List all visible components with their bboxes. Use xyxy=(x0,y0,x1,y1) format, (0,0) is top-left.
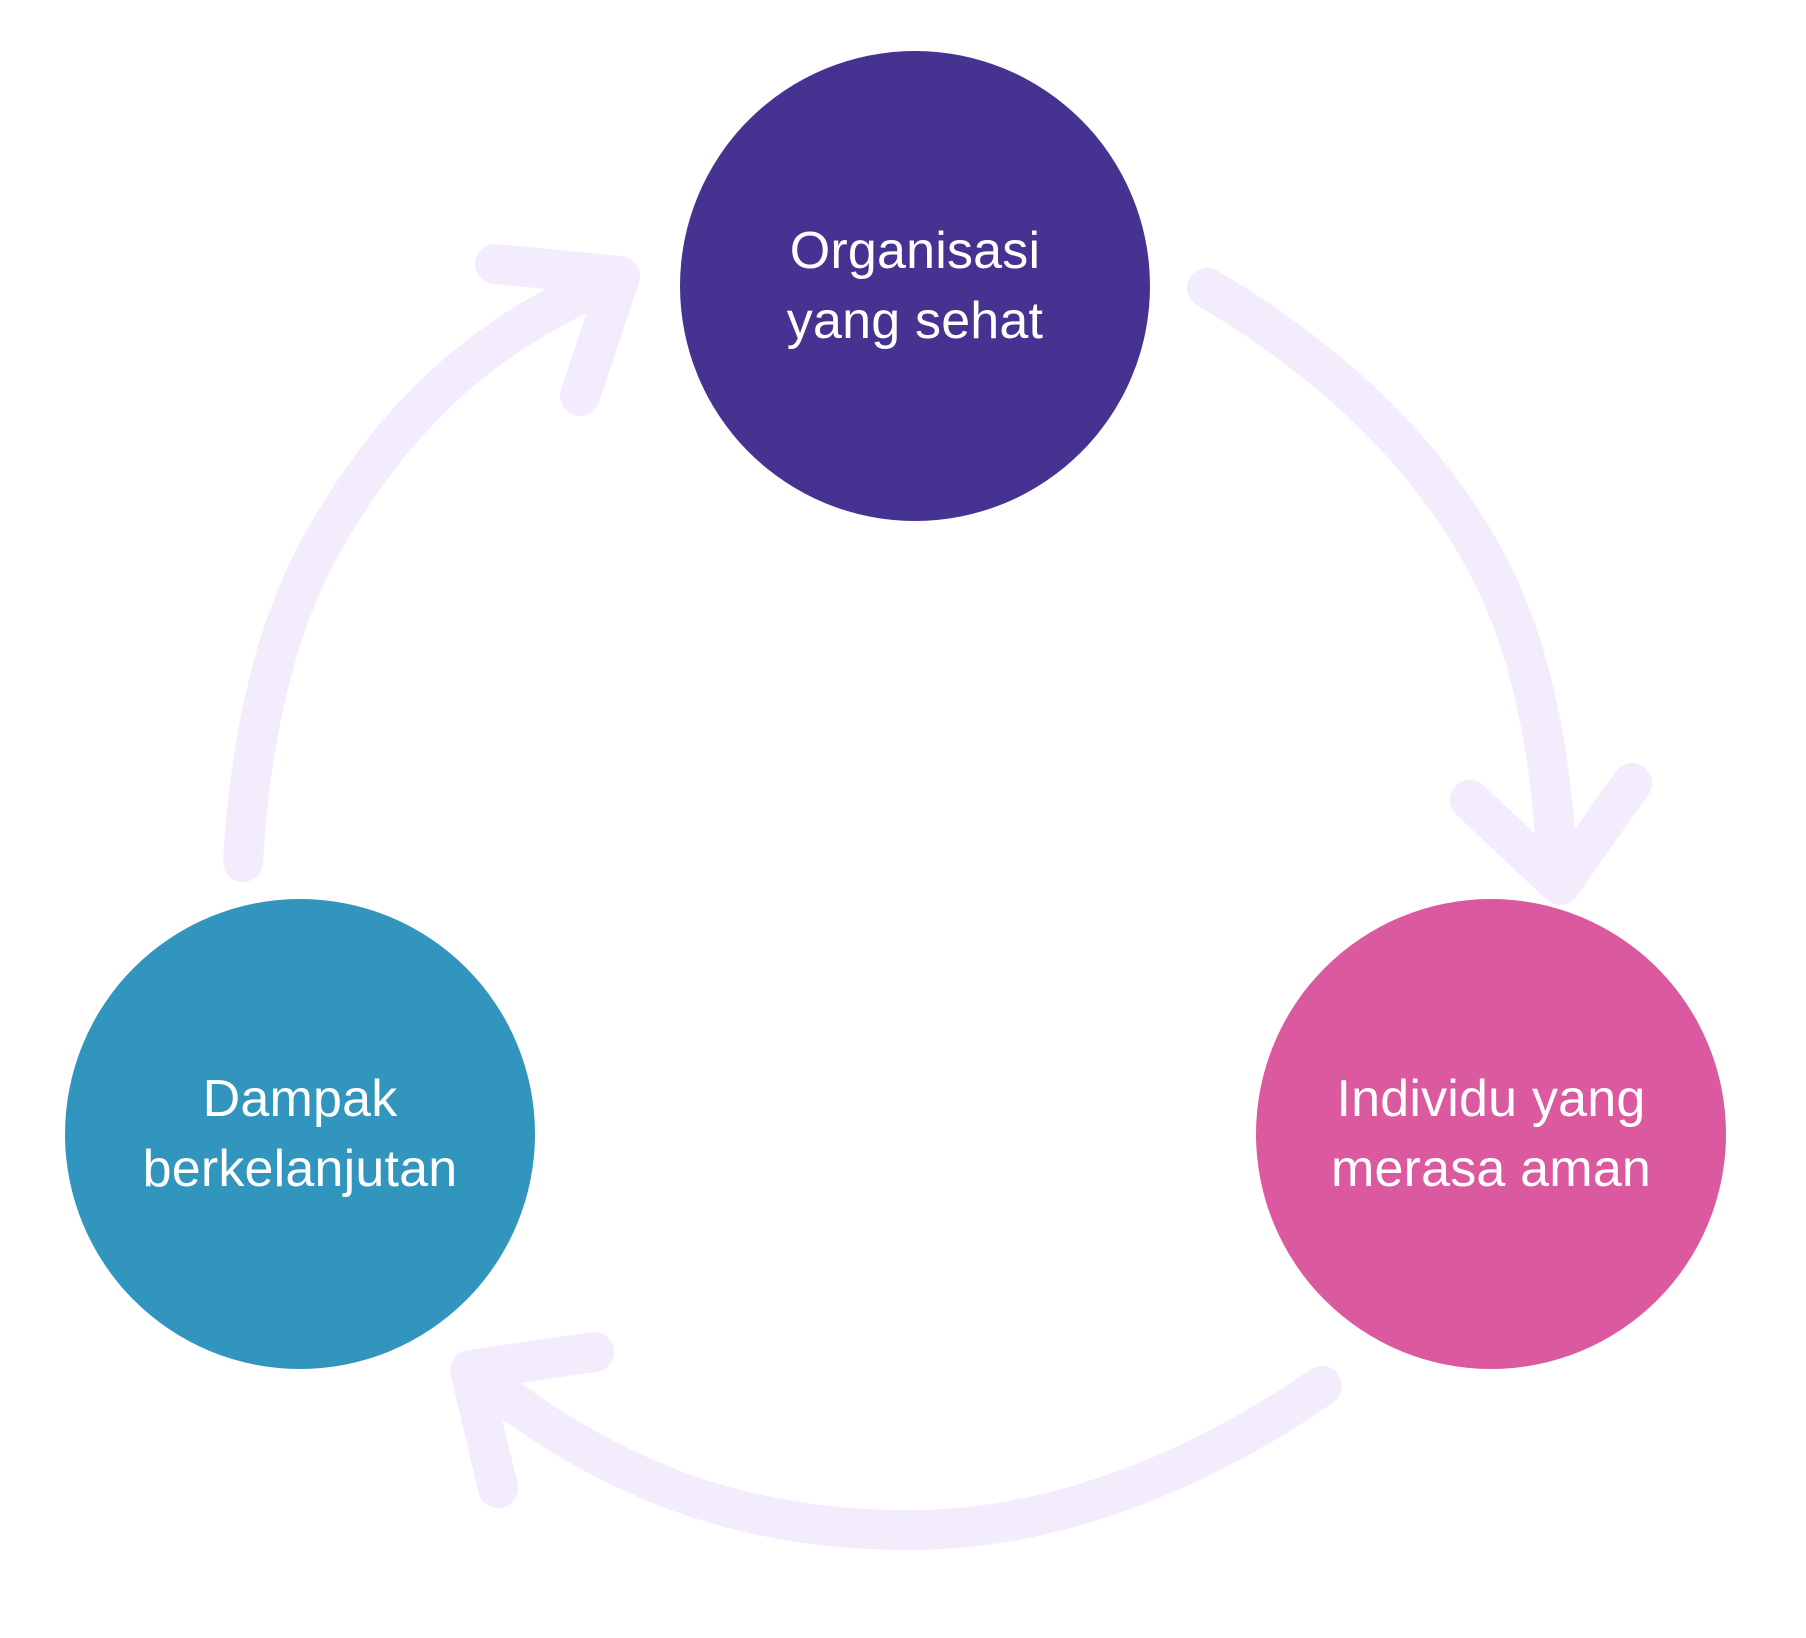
node-label: Dampak berkelanjutan xyxy=(142,1070,458,1198)
arrow-right-to-left xyxy=(450,1332,1342,1551)
node-organisasi-yang-sehat[interactable]: Organisasi yang sehat xyxy=(680,51,1150,521)
arrow-shaft xyxy=(223,260,632,882)
arrow-head-icon xyxy=(450,1332,614,1508)
node-label: Individu yang merasa aman xyxy=(1330,1070,1652,1198)
arrow-shaft xyxy=(456,1354,1342,1551)
arrow-top-to-right xyxy=(1187,268,1652,905)
arrow-shaft xyxy=(1187,268,1578,900)
arrow-left-to-top xyxy=(223,244,640,882)
arrow-head-icon xyxy=(1450,763,1652,905)
node-label: Organisasi yang sehat xyxy=(786,222,1044,350)
node-individu-yang-merasa-aman[interactable]: Individu yang merasa aman xyxy=(1256,899,1726,1369)
node-dampak-berkelanjutan[interactable]: Dampak berkelanjutan xyxy=(65,899,535,1369)
arrow-head-icon xyxy=(475,244,640,416)
